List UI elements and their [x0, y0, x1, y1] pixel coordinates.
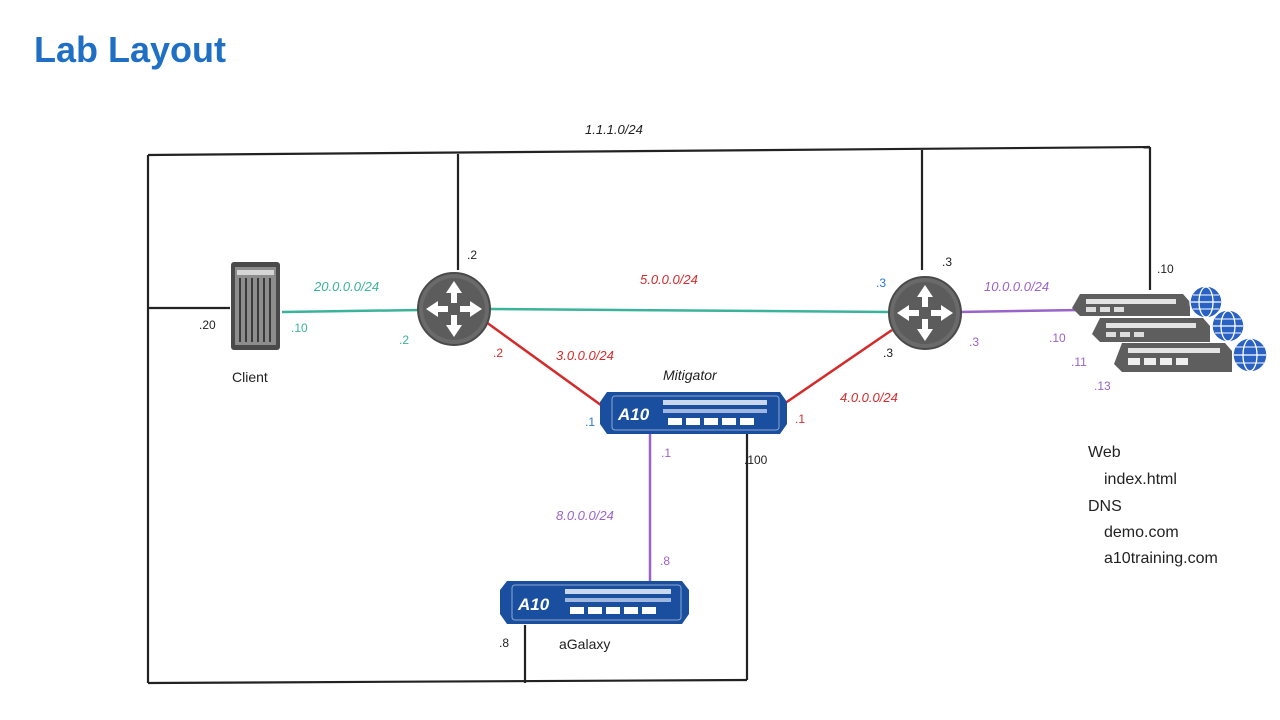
ip-r1-client-side: .2	[399, 333, 409, 347]
ip-r2-top: .3	[942, 255, 952, 269]
client-r1-link	[281, 308, 421, 314]
mitigator-r2-link	[777, 328, 893, 410]
ip-agalaxy-mgmt: .8	[499, 636, 509, 650]
page-title: Lab Layout	[34, 29, 226, 70]
notes-web-header: Web	[1088, 444, 1121, 461]
top-network-line	[147, 145, 1151, 157]
network-label-r1-mitigator: 3.0.0.0/24	[556, 348, 614, 363]
notes-web-item: index.html	[1104, 471, 1177, 488]
ip-mitigator-left: .1	[585, 415, 595, 429]
router-1-icon	[417, 272, 491, 346]
ip-r2-r1-side: .3	[876, 276, 886, 290]
notes-dns-header: DNS	[1088, 498, 1122, 515]
ip-r1-mitigator-side: .2	[493, 346, 503, 360]
server-services-notes: Web index.html DNS demo.com a10training.…	[1088, 444, 1218, 567]
mitigator-label: Mitigator	[663, 367, 718, 383]
notes-dns-item-2: a10training.com	[1104, 550, 1218, 567]
notes-dns-item-1: demo.com	[1104, 524, 1179, 541]
network-label-top: 1.1.1.0/24	[585, 122, 643, 137]
ip-r2-server-side: .3	[969, 335, 979, 349]
ip-server-2: .11	[1071, 355, 1087, 369]
r1-r2-link	[487, 307, 893, 314]
server-1-icon	[1072, 294, 1190, 316]
r1-mitigator-link	[485, 320, 606, 410]
bottom-frame-line	[147, 678, 748, 685]
network-label-mitigator-agalaxy: 8.0.0.0/24	[556, 508, 614, 523]
ip-r2-mitigator-side: .3	[883, 346, 893, 360]
agalaxy-label: aGalaxy	[559, 636, 610, 652]
r2-servers-link	[957, 308, 1081, 314]
ip-mitigator-bottom: .1	[661, 446, 671, 460]
mitigator-device: A10	[600, 392, 787, 434]
ip-mitigator-mgmt: .100	[744, 453, 768, 467]
client-device-icon	[231, 262, 280, 350]
client-label: Client	[232, 369, 268, 385]
server-2-icon	[1092, 318, 1210, 342]
agalaxy-device: A10	[500, 581, 689, 624]
ip-mitigator-right: .1	[795, 412, 805, 426]
ip-client-data: .10	[291, 321, 308, 335]
server-1-globe-icon	[1189, 285, 1223, 319]
mitigator-a10-logo: A10	[617, 405, 650, 424]
network-label-mitigator-r2: 4.0.0.0/24	[840, 390, 898, 405]
ip-r1-top: .2	[467, 248, 477, 262]
router-2-icon	[888, 276, 962, 350]
ip-server-3: .13	[1094, 379, 1111, 393]
network-label-client-r1: 20.0.0.0/24	[313, 279, 379, 294]
management-network-lines	[146, 145, 1152, 685]
ip-server-1: .10	[1049, 331, 1066, 345]
ip-servers-top: .10	[1157, 262, 1174, 276]
ip-client-mgmt: .20	[199, 318, 216, 332]
server-2-globe-icon	[1211, 309, 1245, 343]
network-label-r1-r2: 5.0.0.0/24	[640, 272, 698, 287]
agalaxy-a10-logo: A10	[517, 595, 550, 614]
ip-agalaxy-data: .8	[660, 554, 670, 568]
server-3-globe-icon	[1232, 337, 1268, 373]
server-3-icon	[1114, 343, 1232, 372]
network-label-r2-servers: 10.0.0.0/24	[984, 279, 1049, 294]
